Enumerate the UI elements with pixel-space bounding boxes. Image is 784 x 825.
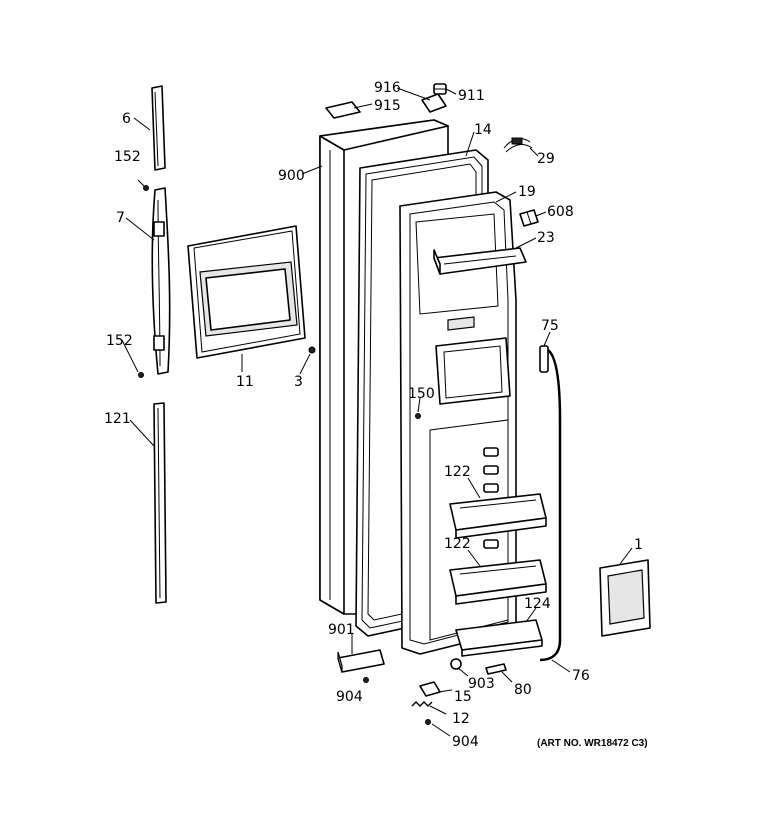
part-80-clip	[485, 663, 507, 675]
callout-23: 23	[537, 230, 555, 246]
callout-911: 911	[458, 88, 485, 104]
part-903-fitting	[450, 658, 462, 670]
leader-lines	[121, 87, 633, 737]
part-124-bin-bottom	[455, 619, 543, 657]
callout-608: 608	[547, 204, 574, 220]
part-12-spring	[411, 701, 433, 707]
callout-6: 6	[122, 111, 131, 127]
part-152-screw-top	[137, 179, 149, 191]
callout-19: 19	[518, 184, 536, 200]
part-150-screw	[415, 413, 421, 419]
art-number: (ART NO. WR18472 C3)	[537, 738, 648, 749]
part-3-fastener	[308, 346, 316, 354]
part-19-door-liner	[399, 191, 517, 655]
callout-122-upper: 122	[444, 464, 471, 480]
callout-75: 75	[541, 318, 559, 334]
callout-124: 124	[524, 596, 551, 612]
callout-903: 903	[468, 676, 495, 692]
part-915-top-cap	[325, 101, 361, 119]
part-608-switch	[519, 209, 539, 227]
callout-3: 3	[294, 374, 303, 390]
part-121-trim-strip	[153, 402, 167, 604]
part-904-screw-a	[363, 677, 369, 683]
callout-80: 80	[514, 682, 532, 698]
part-15-bracket	[419, 681, 441, 697]
part-916-hinge	[421, 93, 447, 113]
callout-904-b: 904	[452, 734, 479, 750]
callout-11: 11	[236, 374, 254, 390]
callout-900: 900	[278, 168, 305, 184]
callout-916: 916	[374, 80, 401, 96]
part-6-handle-cap	[151, 85, 166, 171]
callout-14: 14	[474, 122, 492, 138]
part-11-dispenser-frame	[187, 225, 306, 359]
callout-12: 12	[452, 711, 470, 727]
callout-915: 915	[374, 98, 401, 114]
part-901-trim	[337, 649, 385, 673]
callout-901: 901	[328, 622, 355, 638]
part-7-handle	[151, 187, 171, 375]
part-904-screw-b	[425, 719, 431, 725]
part-29-wire-harness	[503, 137, 533, 153]
callout-152-bottom: 152	[106, 333, 133, 349]
part-1-owners-manual	[599, 559, 651, 637]
callout-904-a: 904	[336, 689, 363, 705]
part-122-bin-lower	[449, 559, 547, 605]
callout-15: 15	[454, 689, 472, 705]
callout-29: 29	[537, 151, 555, 167]
callout-1: 1	[634, 537, 643, 553]
callout-122-lower: 122	[444, 536, 471, 552]
part-23-shelf	[433, 247, 527, 275]
part-76-water-tube	[539, 349, 562, 662]
part-75-tube-fitting	[539, 345, 549, 373]
part-152-screw-bottom	[138, 372, 144, 378]
part-122-bin-upper	[449, 493, 547, 539]
callout-76: 76	[572, 668, 590, 684]
callout-121: 121	[104, 411, 131, 427]
callout-7: 7	[116, 210, 125, 226]
callout-152-top: 152	[114, 149, 141, 165]
callout-150: 150	[408, 386, 435, 402]
part-911-bushing	[433, 83, 447, 95]
